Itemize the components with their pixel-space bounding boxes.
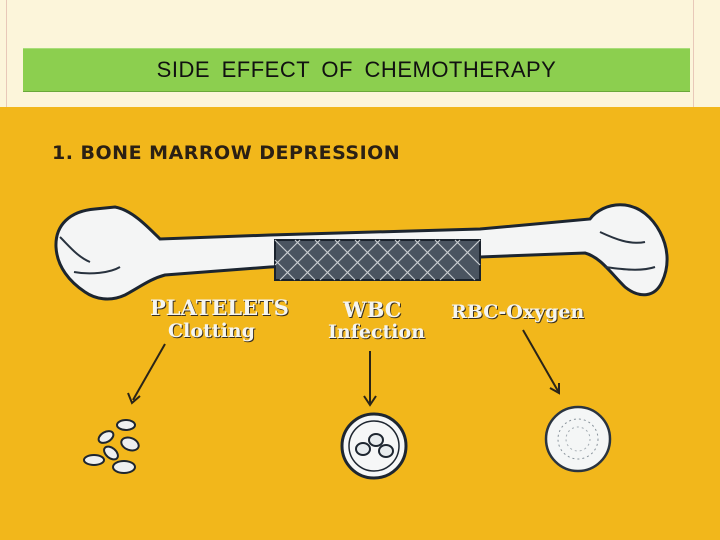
- wbc-cell-icon: [340, 412, 408, 480]
- label-wbc: WBC: [343, 297, 402, 322]
- platelets-icon: [83, 419, 140, 474]
- label-infection: Infection: [328, 321, 426, 343]
- marrow-cavity: [274, 239, 481, 281]
- rbc-cell-icon: [544, 405, 612, 473]
- bone-illustration: [54, 203, 669, 480]
- label-clotting: Clotting: [168, 320, 255, 342]
- arrow-platelets: [127, 343, 166, 405]
- label-platelets: PLATELETS: [150, 295, 289, 320]
- label-rbc-oxygen: RBC-Oxygen: [451, 301, 585, 323]
- title-bar: SIDE EFFECT OF CHEMOTHERAPY: [23, 48, 690, 92]
- bone-marrow-photo: 1. BONE MARROW DEPRESSION PLATELETS Clot…: [0, 107, 720, 540]
- section-heading: 1. BONE MARROW DEPRESSION: [52, 142, 401, 164]
- arrow-wbc: [363, 351, 377, 407]
- slide-title: SIDE EFFECT OF CHEMOTHERAPY: [156, 57, 557, 82]
- arrow-rbc: [522, 329, 560, 395]
